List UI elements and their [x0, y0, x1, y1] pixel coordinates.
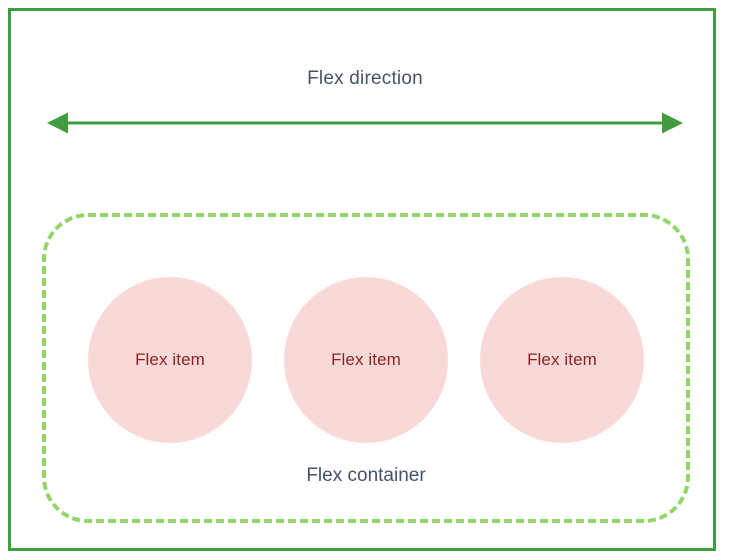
flex-item-label: Flex item	[135, 350, 205, 369]
flex-items-row: Flex item Flex item Flex item	[42, 276, 690, 444]
flex-item-2[interactable]: Flex item	[284, 277, 448, 443]
flex-item-1[interactable]: Flex item	[88, 277, 252, 443]
flex-direction-arrow	[40, 110, 690, 138]
flex-container-box	[42, 213, 690, 523]
flex-item-label: Flex item	[331, 350, 401, 369]
outer-frame	[8, 8, 716, 551]
flex-item-3[interactable]: Flex item	[480, 277, 644, 443]
flex-direction-label: Flex direction	[307, 68, 423, 89]
flex-container-label: Flex container	[306, 465, 426, 486]
flex-item-label: Flex item	[527, 350, 597, 369]
